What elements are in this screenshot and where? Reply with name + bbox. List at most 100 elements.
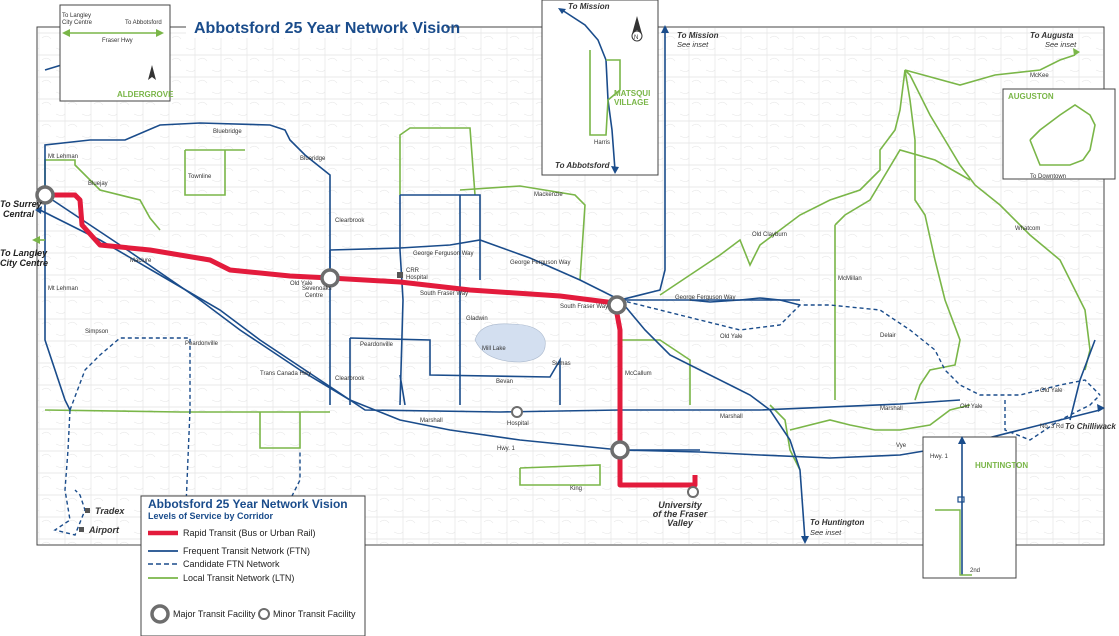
destination-arrows xyxy=(35,25,1105,544)
tradex-label: Tradex xyxy=(95,506,125,516)
matsqui-name-1: MATSQUI xyxy=(614,89,650,98)
road-whatcom: Whatcom xyxy=(1015,226,1040,232)
legend-ltn-label: Local Transit Network (LTN) xyxy=(183,573,294,583)
matsqui-road-harris: Harris xyxy=(594,140,610,146)
road-old-clayburn: Old Clayburn xyxy=(752,232,787,238)
huntington-inset-name: HUNTINGTON xyxy=(975,461,1028,470)
major-facility-bourquin xyxy=(607,295,627,315)
road-george-ferguson-3: George Ferguson Way xyxy=(675,295,735,301)
road-peardonville-2: Peardonville xyxy=(360,342,394,348)
dest-surrey-1: To Surrey xyxy=(0,199,43,209)
matsqui-name-2: VILLAGE xyxy=(614,98,649,107)
dest-chilliwack: To Chilliwack xyxy=(1065,422,1116,431)
road-maclure: Maclure xyxy=(130,258,152,264)
compass-letter: N xyxy=(634,35,638,41)
dest-surrey-2: Central xyxy=(3,209,35,219)
legend-minor-icon xyxy=(258,608,270,620)
road-mccallum: McCallum xyxy=(625,371,652,377)
legend-minor-label: Minor Transit Facility xyxy=(273,609,356,619)
road-marshall: Marshall xyxy=(420,418,443,424)
legend-subtitle: Levels of Service by Corridor xyxy=(148,511,274,521)
road-bevan: Bevan xyxy=(496,379,513,385)
road-mcmillan: McMillan xyxy=(838,276,862,282)
map-title: Abbotsford 25 Year Network Vision xyxy=(194,20,460,37)
huntington-road-hwy1: Hwy. 1 xyxy=(930,454,949,460)
matsqui-dest-mission: To Mission xyxy=(568,2,610,11)
inset-matsqui: To Mission To Abbotsford Harris MATSQUI … xyxy=(541,0,659,176)
tradex-square-icon xyxy=(85,508,90,513)
legend: Abbotsford 25 Year Network Vision Levels… xyxy=(140,495,366,636)
road-trans-canada: Trans Canada Hwy xyxy=(260,371,311,377)
legend-rapid-label: Rapid Transit (Bus or Urban Rail) xyxy=(183,528,316,538)
airport-square-icon xyxy=(79,527,84,532)
road-hwy1: Hwy. 1 xyxy=(497,446,516,452)
mill-lake-label: Mill Lake xyxy=(482,346,506,352)
compass-arrow-matsqui xyxy=(632,16,642,34)
road-sumas: Sumas xyxy=(552,361,571,367)
mill-lake xyxy=(474,323,546,363)
aldergrove-dest-langley-2: City Centre xyxy=(62,20,93,26)
dest-mission-2: See inset xyxy=(677,40,709,49)
road-delair: Delair xyxy=(880,333,896,339)
legend-major-icon xyxy=(150,604,170,624)
road-king: King xyxy=(570,486,582,492)
road-peardonville: Peardonville xyxy=(185,341,219,347)
road-south-fraser-2: South Fraser Way xyxy=(560,304,608,310)
compass-arrow-aldergrove xyxy=(148,65,156,80)
dest-langley-1: To Langley xyxy=(0,248,48,258)
road-clearbrook-2: Clearbrook xyxy=(335,376,365,382)
inset-huntington: Hwy. 1 HUNTINGTON 2nd xyxy=(922,436,1028,579)
minor-facility-hospital xyxy=(511,406,523,418)
minor-transit-facilities xyxy=(511,406,699,498)
road-south-fraser: South Fraser Way xyxy=(420,291,468,297)
sevenoaks-label-2: Centre xyxy=(305,293,324,299)
inset-augusta: AUGUSTON To Downtown xyxy=(1002,88,1116,180)
road-marshall-3: Marshall xyxy=(880,406,903,412)
major-transit-facilities xyxy=(35,185,630,460)
dest-huntington-2: See inset xyxy=(810,528,842,537)
dest-huntington-1: To Huntington xyxy=(810,518,864,527)
road-old-yale: Old Yale xyxy=(290,281,313,287)
ufv-label-2: of the Fraser xyxy=(653,509,708,519)
road-bluejay: Bluejay xyxy=(88,181,108,187)
road-george-ferguson-2: George Ferguson Way xyxy=(510,260,570,266)
augusta-inset-name: AUGUSTON xyxy=(1008,92,1054,101)
ufv-label-1: University xyxy=(658,500,703,510)
aldergrove-dest-langley-1: To Langley xyxy=(62,13,91,19)
road-bluebridge: Bluebridge xyxy=(213,129,242,135)
hospital-square-icon xyxy=(397,272,403,278)
major-facility-west xyxy=(35,185,55,205)
road-clearbrook: Clearbrook xyxy=(335,218,365,224)
title-background xyxy=(186,14,446,38)
road-vye: Vye xyxy=(896,443,907,449)
sevenoaks-label-1: Sevenoaks xyxy=(302,286,332,292)
minor-facility-ufv xyxy=(687,486,699,498)
legend-title: Abbotsford 25 Year Network Vision xyxy=(148,497,348,511)
major-facility-sevenoaks xyxy=(320,268,340,288)
hospital-label: Hospital xyxy=(507,421,529,427)
road-simpson: Simpson xyxy=(85,329,108,335)
matsqui-dest-abbotsford: To Abbotsford xyxy=(555,161,611,170)
legend-ftn-label: Frequent Transit Network (FTN) xyxy=(183,546,310,556)
major-facility-hwy1 xyxy=(610,440,630,460)
aldergrove-inset-name: ALDERGROVE xyxy=(117,90,174,99)
road-mackenzie: Mackenzie xyxy=(534,192,563,198)
legend-major-label: Major Transit Facility xyxy=(173,609,256,619)
crr-hospital-label-1: CRR xyxy=(406,268,420,274)
road-mt-lehman-2: Mt Lehman xyxy=(48,286,78,292)
aldergrove-road-fraser: Fraser Hwy xyxy=(102,38,133,44)
dest-mission-1: To Mission xyxy=(677,31,719,40)
aldergrove-dest-abbotsford: To Abbotsford xyxy=(125,20,162,26)
huntington-road-2nd: 2nd xyxy=(970,568,980,574)
road-mckee: McKee xyxy=(1030,73,1049,79)
road-no-road: No. 3 Rd xyxy=(1040,424,1064,430)
destination-arrows-green xyxy=(32,48,1080,244)
road-old-yale-4: Old Yale xyxy=(1040,388,1063,394)
augusta-dest-downtown-1: To Downtown xyxy=(1030,174,1066,180)
road-old-yale-2: Old Yale xyxy=(720,334,743,340)
dest-langley-2: City Centre xyxy=(0,258,48,268)
road-blueridge: Blueridge xyxy=(300,156,326,162)
road-gladwin: Gladwin xyxy=(466,316,488,322)
road-labels: Mt Lehman Mt Lehman Bluejay Townline Blu… xyxy=(48,73,1064,492)
